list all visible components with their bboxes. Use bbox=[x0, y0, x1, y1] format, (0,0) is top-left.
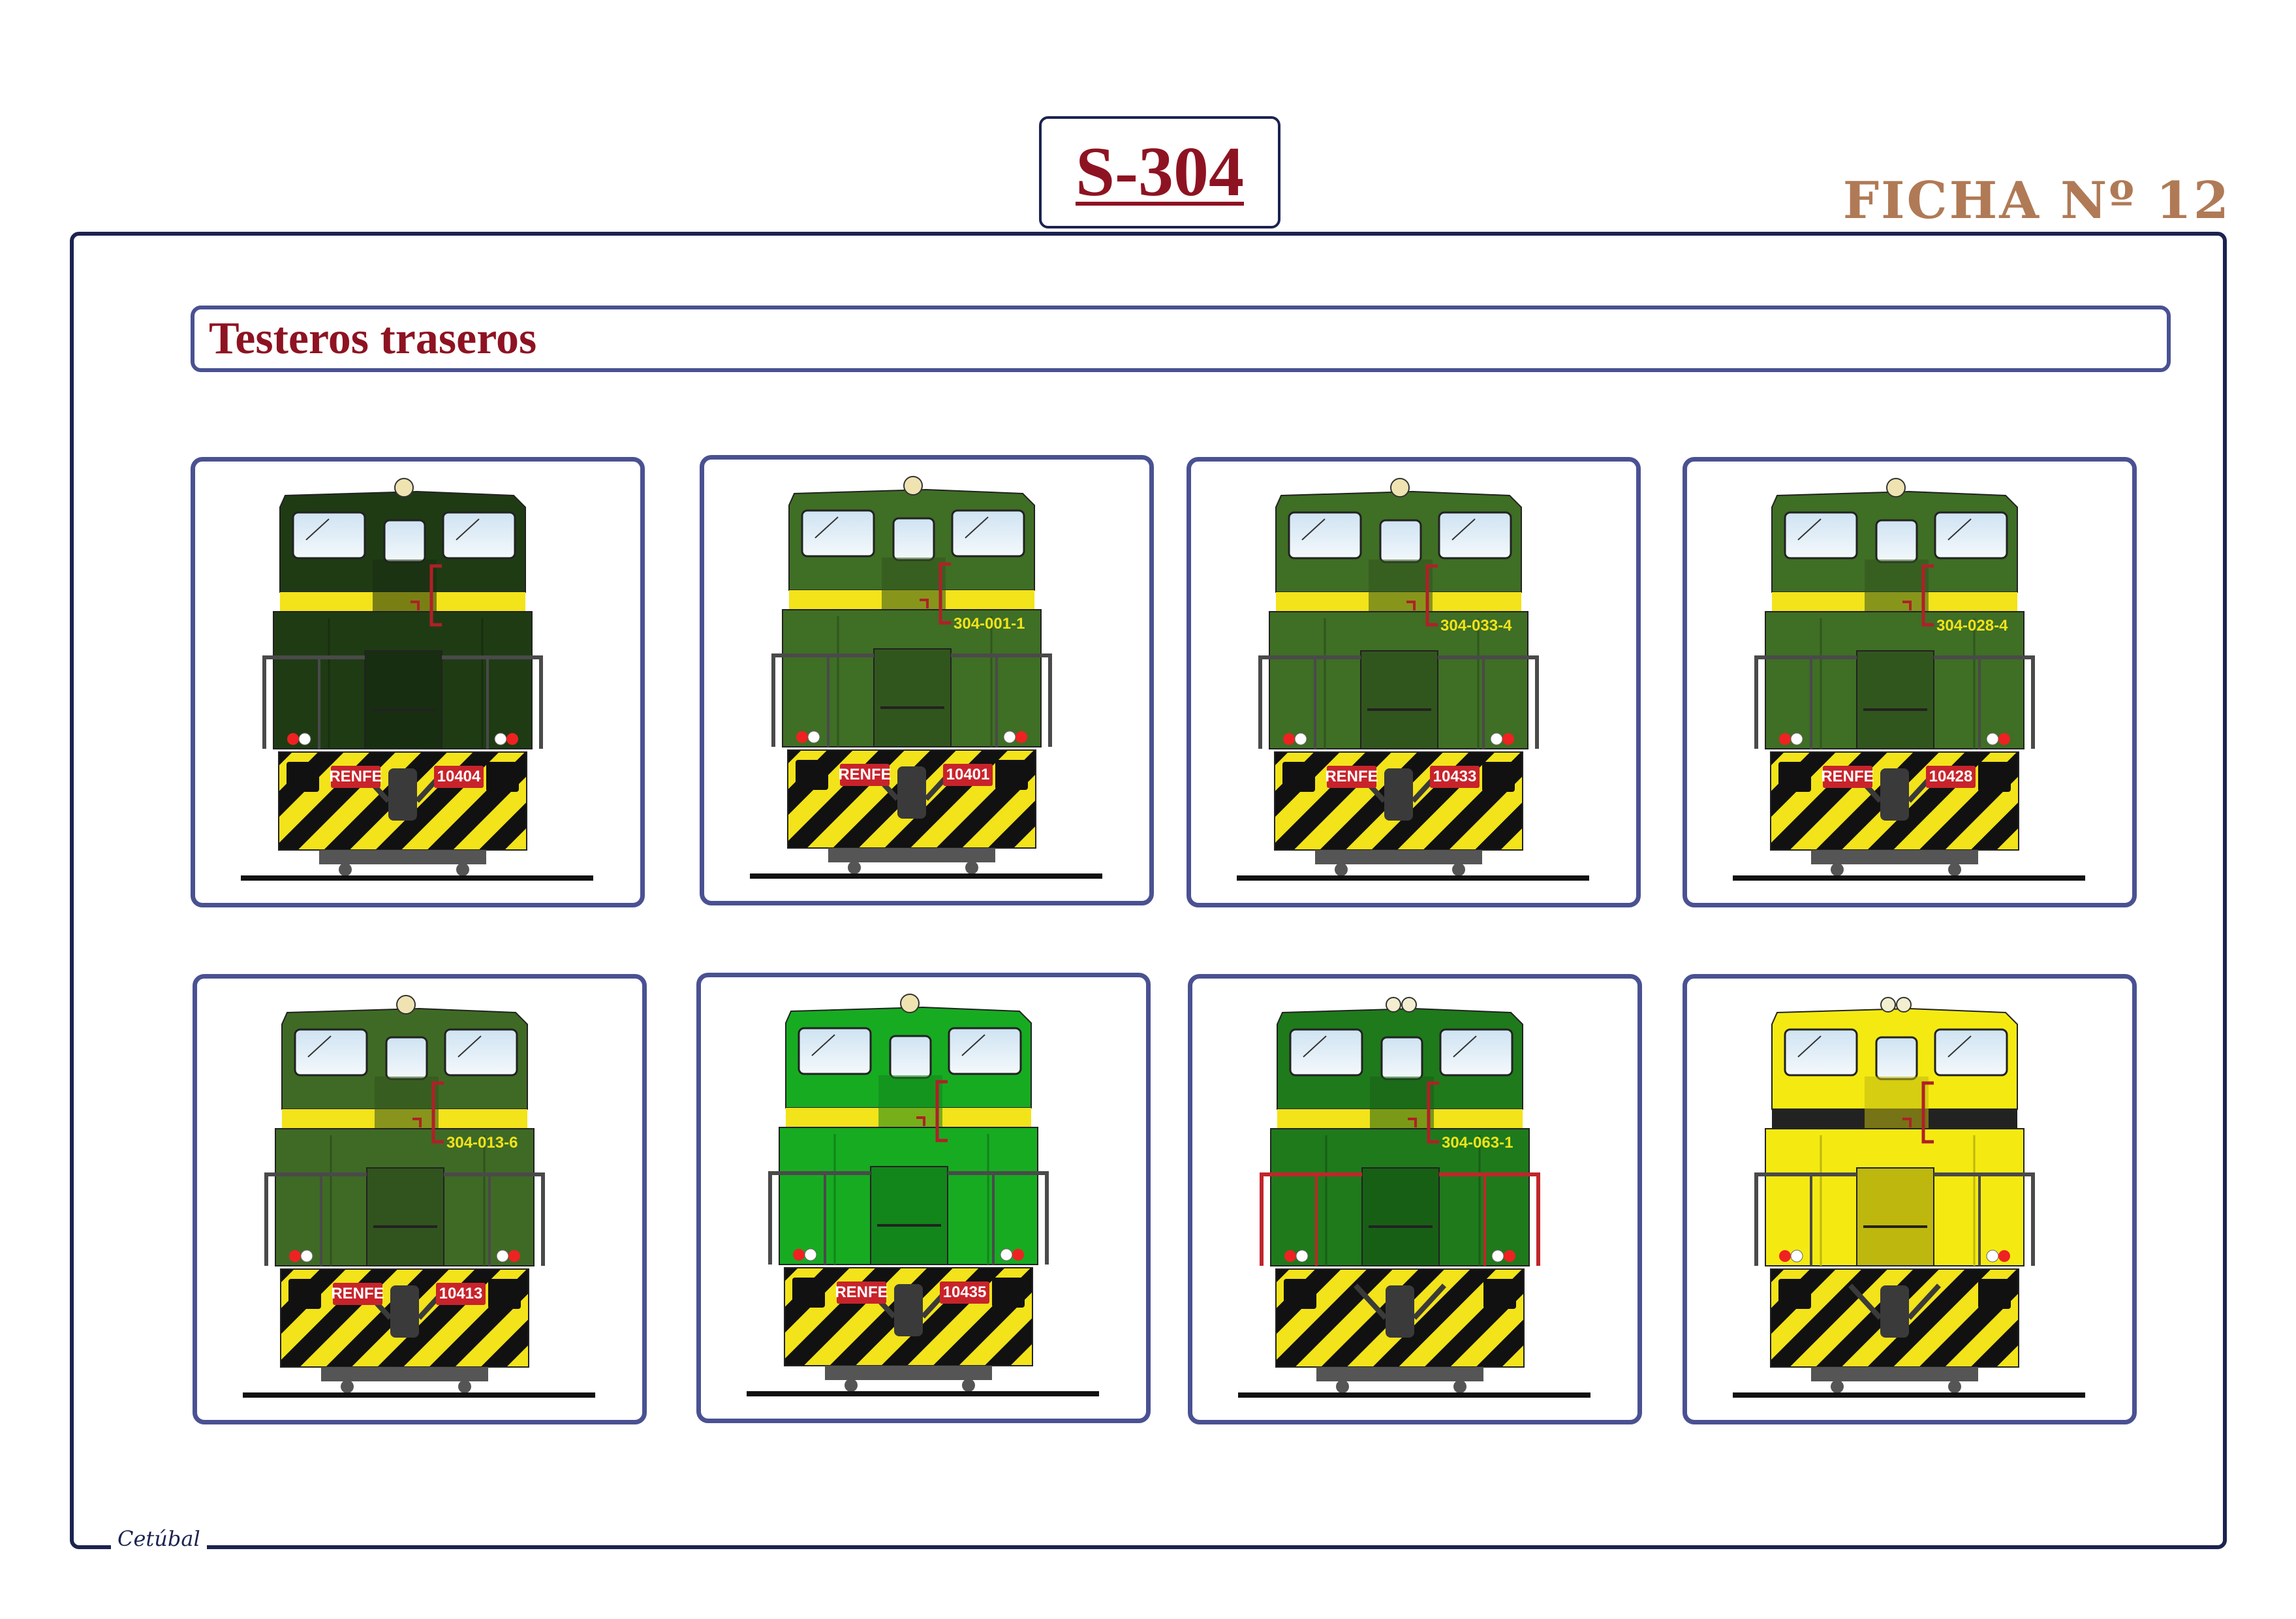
loco-card-2: RENFE 10401 304-001-1 bbox=[700, 455, 1154, 905]
locomotive-drawing bbox=[1237, 478, 1589, 881]
number-plate: 10435 bbox=[940, 1281, 989, 1304]
renfe-plate: RENFE bbox=[838, 764, 892, 786]
loco-card-1: RENFE 10404 bbox=[191, 457, 645, 907]
number-plate: 10404 bbox=[434, 766, 484, 788]
locomotive-drawing bbox=[1733, 997, 2085, 1398]
number-plate: 10413 bbox=[436, 1283, 486, 1305]
side-number: 304-013-6 bbox=[446, 1134, 518, 1152]
locomotive-drawing bbox=[243, 995, 595, 1398]
side-number: 304-063-1 bbox=[1442, 1134, 1513, 1152]
renfe-plate: RENFE bbox=[1325, 766, 1378, 788]
locomotive-drawing bbox=[747, 994, 1099, 1396]
number-plate: 10433 bbox=[1430, 766, 1480, 788]
side-number: 304-033-4 bbox=[1440, 617, 1512, 635]
loco-card-4: RENFE 10428 304-028-4 bbox=[1683, 457, 2137, 907]
renfe-plate: RENFE bbox=[329, 766, 382, 788]
side-number: 304-001-1 bbox=[954, 615, 1025, 633]
section-title: Testeros traseros bbox=[209, 313, 537, 364]
loco-card-8 bbox=[1683, 974, 2137, 1424]
main-frame bbox=[70, 232, 2227, 1549]
renfe-plate: RENFE bbox=[1821, 766, 1874, 788]
renfe-plate: RENFE bbox=[835, 1281, 888, 1304]
title-box: S-304 bbox=[1039, 116, 1280, 228]
section-header: Testeros traseros bbox=[191, 306, 2171, 372]
number-plate: 10401 bbox=[943, 764, 993, 786]
author-signature: Cetúbal bbox=[111, 1526, 207, 1551]
loco-card-7: 304-063-1 bbox=[1188, 974, 1642, 1424]
locomotive-drawing bbox=[1238, 997, 1590, 1398]
loco-card-6: RENFE 10435 bbox=[696, 973, 1151, 1423]
page-title: S-304 bbox=[1075, 133, 1245, 211]
locomotive-drawing bbox=[1733, 478, 2085, 881]
ficha-number: FICHA Nº 12 bbox=[1842, 171, 2231, 230]
locomotive-drawing bbox=[241, 478, 593, 881]
loco-card-5: RENFE 10413 304-013-6 bbox=[193, 974, 647, 1424]
locomotive-drawing bbox=[750, 476, 1102, 879]
renfe-plate: RENFE bbox=[331, 1283, 384, 1305]
loco-card-3: RENFE 10433 304-033-4 bbox=[1187, 457, 1641, 907]
side-number: 304-028-4 bbox=[1936, 617, 2008, 635]
number-plate: 10428 bbox=[1926, 766, 1976, 788]
